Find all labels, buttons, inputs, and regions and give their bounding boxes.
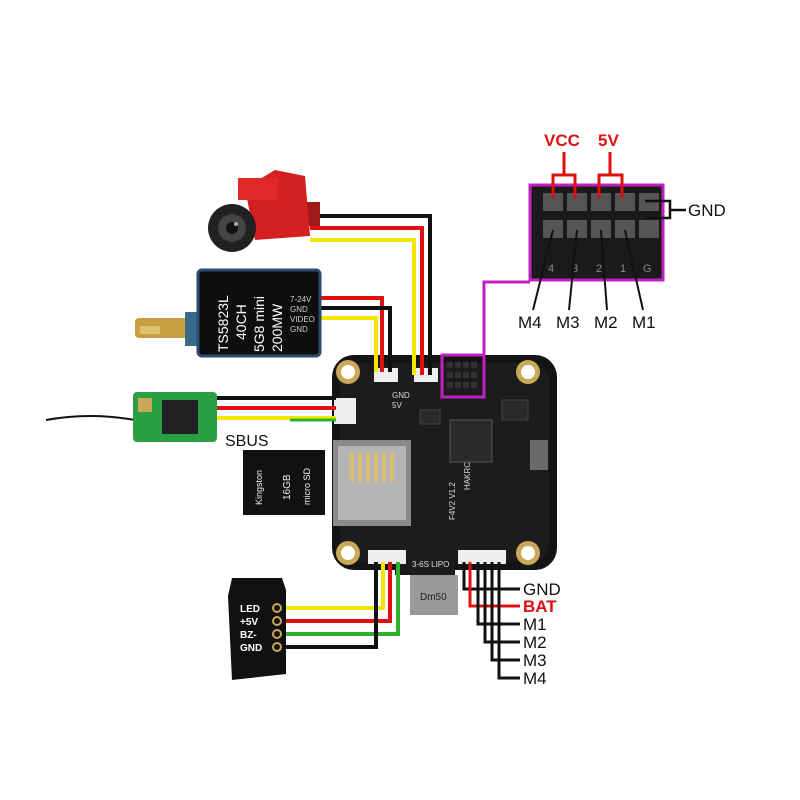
pad-gnd-label: GND bbox=[392, 391, 410, 400]
power-label-m3: M3 bbox=[523, 651, 547, 670]
buzzer-pin-bz: BZ- bbox=[240, 630, 257, 641]
pin-number-2: 2 bbox=[596, 263, 602, 275]
power-chip bbox=[410, 575, 458, 615]
pin-number-3: 3 bbox=[572, 263, 578, 275]
power-label-bat: BAT bbox=[523, 597, 557, 616]
vtx-pin-1: 7-24V bbox=[290, 295, 312, 304]
vcc-label: VCC bbox=[544, 131, 580, 150]
m2-lead bbox=[483, 562, 520, 644]
vtx-line-2: 40CH bbox=[233, 304, 249, 340]
camera-wire-red bbox=[310, 226, 424, 375]
vtx-line-3: 5G8 mini bbox=[251, 296, 267, 352]
vtx-pin-4: GND bbox=[290, 325, 308, 334]
connector-detail: 4 3 2 1 G VCC 5V GND M4 M3 M2 M1 bbox=[482, 131, 726, 358]
gnd-lead bbox=[462, 562, 520, 591]
buzzer-wire-yellow bbox=[280, 562, 385, 610]
buzzer-pin-gnd: GND bbox=[240, 643, 262, 654]
receiver-label: SBUS bbox=[225, 433, 269, 450]
magenta-leader bbox=[482, 280, 530, 358]
motor-label-m2: M2 bbox=[594, 313, 618, 332]
five-v-label: 5V bbox=[598, 131, 619, 150]
bottom-connector-right bbox=[458, 550, 506, 564]
m4-lead bbox=[497, 562, 520, 680]
motor-label-m1: M1 bbox=[632, 313, 656, 332]
m1-lead bbox=[476, 562, 520, 626]
buzzer-wire-red bbox=[280, 562, 392, 623]
buzzer-pin-led: LED bbox=[240, 604, 260, 615]
motor-label-m3: M3 bbox=[556, 313, 580, 332]
microsd-card: Kingston 16GB micro SD bbox=[243, 450, 325, 515]
antenna-wire bbox=[45, 415, 136, 421]
gnd-label-connector: GND bbox=[688, 201, 726, 220]
sd-logo: micro SD bbox=[302, 467, 312, 505]
bat-lead bbox=[468, 562, 520, 608]
vtx-body bbox=[196, 268, 322, 358]
bottom-connector-left bbox=[368, 550, 406, 564]
buzzer-wire-black bbox=[280, 562, 378, 649]
sd-capacity: 16GB bbox=[282, 474, 293, 500]
buzzer-wire-green bbox=[280, 562, 400, 636]
power-label-m4: M4 bbox=[523, 669, 547, 688]
vtx-pin-2: GND bbox=[290, 305, 308, 314]
camera-wire-black bbox=[310, 214, 432, 375]
left-connector bbox=[334, 398, 356, 424]
camera-wire-yellow bbox=[310, 238, 416, 375]
board-motor-header bbox=[440, 353, 486, 399]
power-chip-label: Dm50 bbox=[420, 592, 447, 603]
vtx-wire-black bbox=[320, 306, 392, 372]
pin-number-1: 1 bbox=[620, 263, 626, 275]
flight-controller-board: HAKRC F4V2 V1.2 GND 5V Dm50 3-6S LIPO bbox=[332, 353, 557, 615]
board-version: F4V2 V1.2 bbox=[448, 482, 457, 520]
buzzer-pin-5v: +5V bbox=[240, 617, 258, 628]
m3-lead bbox=[490, 562, 520, 662]
vtx-pin-3: VIDEO bbox=[290, 315, 315, 324]
power-label-m1: M1 bbox=[523, 615, 547, 634]
pin-number-g: G bbox=[643, 263, 652, 275]
vtx-wire-yellow bbox=[320, 316, 378, 372]
vtx-wire-red bbox=[320, 296, 384, 372]
pin-number-4: 4 bbox=[548, 263, 554, 275]
buzzer-module: LED +5V BZ- GND bbox=[228, 578, 286, 680]
receiver: SBUS bbox=[45, 392, 269, 450]
motor-label-m4: M4 bbox=[518, 313, 542, 332]
power-label-gnd: GND bbox=[523, 580, 561, 599]
sd-brand: Kingston bbox=[254, 470, 264, 505]
power-label-m2: M2 bbox=[523, 633, 547, 652]
lipo-label: 3-6S LIPO bbox=[412, 560, 449, 569]
mcu-chip bbox=[449, 419, 493, 463]
vtx-line-1: TS5823L bbox=[215, 295, 231, 352]
video-transmitter: TS5823L 40CH 5G8 mini 200MW 7-24V GND VI… bbox=[135, 268, 322, 358]
wires bbox=[215, 214, 520, 680]
top-connector-right bbox=[414, 368, 438, 382]
board-silkscreen: HAKRC bbox=[463, 462, 472, 490]
fpv-camera bbox=[208, 170, 320, 252]
vtx-line-4: 200MW bbox=[269, 303, 285, 352]
pad-5v-label: 5V bbox=[392, 401, 402, 410]
